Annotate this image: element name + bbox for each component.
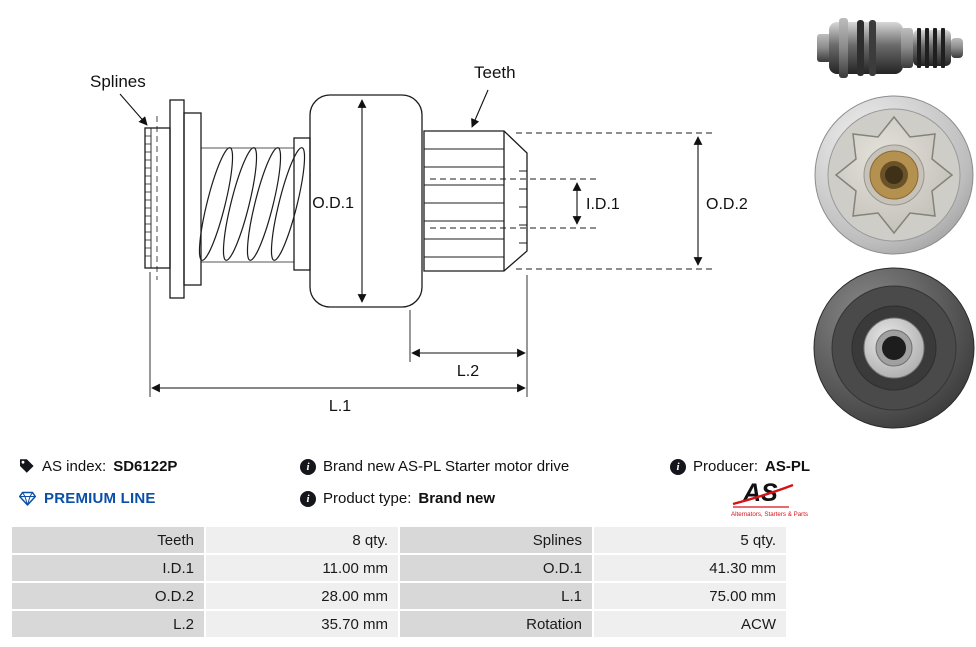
product-type-value: Brand new	[418, 490, 496, 507]
spec-label: Rotation	[400, 611, 592, 637]
photo-front-art	[814, 95, 974, 255]
clutch-body	[309, 94, 423, 308]
reference-lines	[149, 132, 712, 397]
premium-line-label: PREMIUM LINE	[44, 490, 156, 507]
producer-row: i Producer: AS-PL	[670, 458, 810, 475]
spec-value: 75.00 mm	[594, 583, 786, 609]
info-icon: i	[300, 458, 316, 475]
info-icon: i	[670, 458, 686, 475]
spring	[198, 147, 306, 263]
splined-shaft	[144, 116, 171, 280]
spec-value: ACW	[594, 611, 786, 637]
dim-label-id1: I.D.1	[586, 196, 620, 213]
spec-value: 35.70 mm	[206, 611, 398, 637]
drive-outline	[144, 94, 528, 308]
product-photo-back	[813, 263, 976, 433]
product-description: Brand new AS-PL Starter motor drive	[323, 458, 570, 475]
spec-label: L.2	[12, 611, 204, 637]
producer-label: Producer:	[693, 458, 759, 475]
dim-label-od1: O.D.1	[312, 195, 354, 212]
product-type-label: Product type:	[323, 490, 412, 507]
spec-label: O.D.2	[12, 583, 204, 609]
dim-label-l1: L.1	[329, 398, 351, 415]
callout-teeth: Teeth	[474, 63, 516, 82]
spec-label: L.1	[400, 583, 592, 609]
spec-table: Teeth 8 qty. Splines 5 qty. I.D.1 11.00 …	[12, 527, 786, 637]
diamond-icon	[18, 491, 37, 506]
flanges	[169, 99, 311, 299]
info-icon: i	[300, 490, 316, 507]
spec-value: 28.00 mm	[206, 583, 398, 609]
product-type-row: i Product type: Brand new	[300, 490, 495, 507]
spec-value: 41.30 mm	[594, 555, 786, 581]
pinion-gear	[423, 130, 528, 272]
product-photo-side	[813, 8, 976, 88]
dim-label-l2: L.2	[457, 363, 479, 380]
technical-drawing: Splines Teeth O.D.1 I.D.1 O.D.2 L.2 L.1	[90, 63, 748, 415]
spec-label: I.D.1	[12, 555, 204, 581]
photo-side-art	[817, 18, 963, 78]
logo-subtext: Alternators, Starters & Parts	[731, 511, 808, 518]
spec-value: 11.00 mm	[206, 555, 398, 581]
spec-value: 8 qty.	[206, 527, 398, 553]
dimension-arrows	[119, 89, 703, 393]
callout-splines: Splines	[90, 72, 146, 91]
spec-value: 5 qty.	[594, 527, 786, 553]
as-index-row: AS index: SD6122P	[18, 458, 177, 475]
spec-label: O.D.1	[400, 555, 592, 581]
as-index-label: AS index:	[42, 458, 107, 475]
dim-label-od2: O.D.2	[706, 196, 748, 213]
description-row: i Brand new AS-PL Starter motor drive	[300, 458, 569, 475]
product-photo-front	[813, 93, 976, 258]
producer-value: AS-PL	[765, 458, 811, 475]
photo-back-art	[813, 267, 975, 429]
tag-icon	[20, 459, 34, 473]
as-index-value: SD6122P	[113, 458, 178, 475]
as-pl-logo-art: AS Alternators, Starters & Parts	[731, 479, 808, 518]
as-pl-logo: AS Alternators, Starters & Parts	[727, 477, 812, 519]
premium-line-row: PREMIUM LINE	[18, 490, 156, 507]
spec-label: Teeth	[12, 527, 204, 553]
spec-label: Splines	[400, 527, 592, 553]
